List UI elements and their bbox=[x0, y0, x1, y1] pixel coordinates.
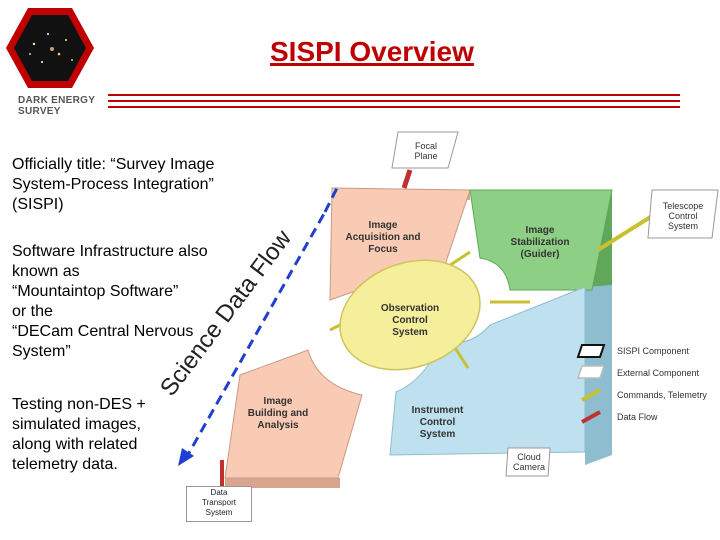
legend-external-label: External Component bbox=[617, 368, 699, 378]
legend-commands-label: Commands, Telemetry bbox=[617, 390, 707, 400]
legend-sispi-label: SISPI Component bbox=[617, 346, 689, 356]
legend-sispi-icon bbox=[578, 345, 604, 357]
legend-external-icon bbox=[578, 366, 604, 378]
legend-dataflow-label: Data Flow bbox=[617, 412, 658, 422]
